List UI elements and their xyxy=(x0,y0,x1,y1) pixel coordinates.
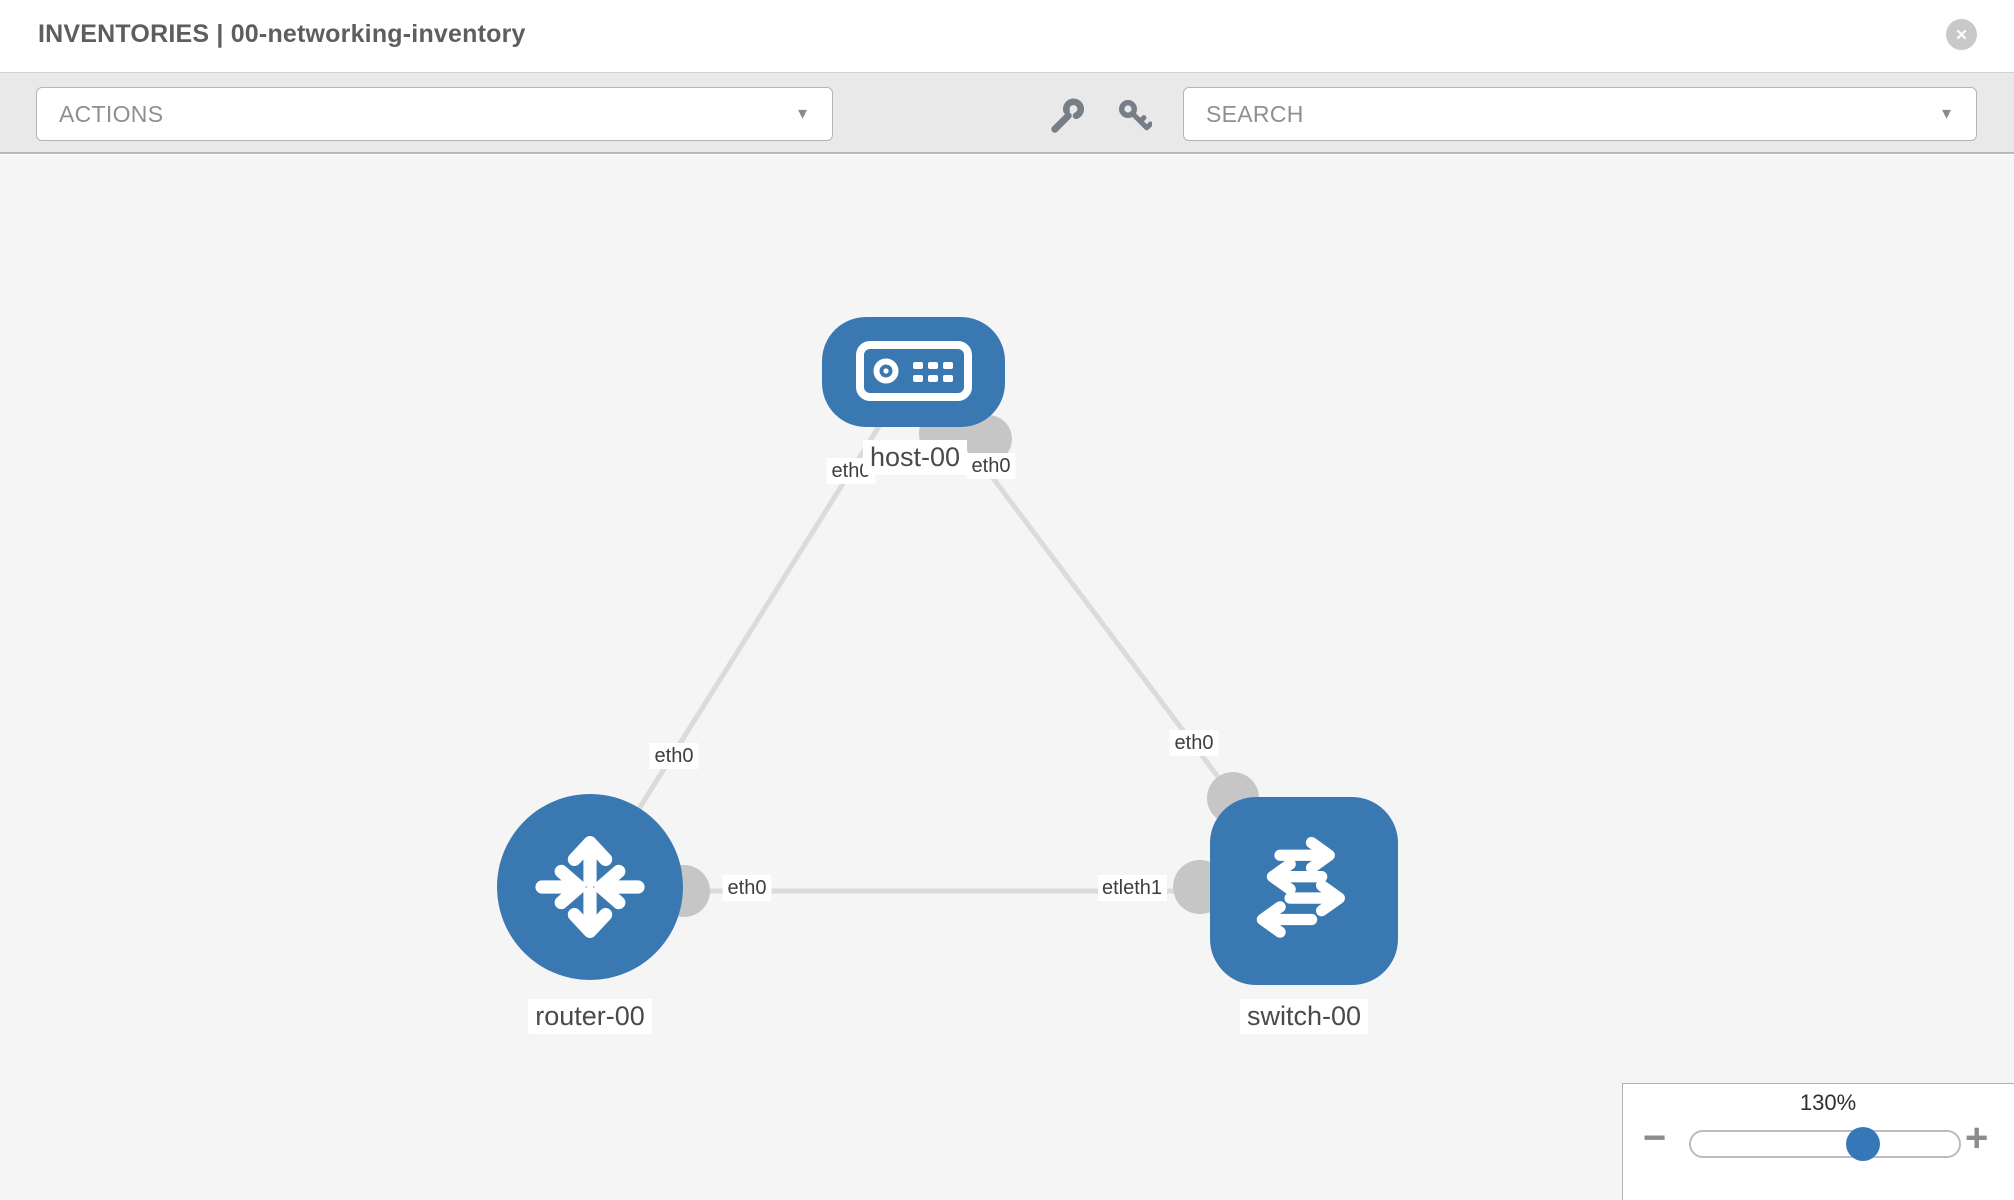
zoom-panel: 130% − + xyxy=(1622,1083,2014,1200)
close-icon[interactable]: ✕ xyxy=(1946,19,1977,50)
zoom-out-button[interactable]: − xyxy=(1643,1116,1667,1160)
link-host-router xyxy=(587,370,916,889)
zoom-slider-track[interactable] xyxy=(1689,1130,1961,1158)
node-label-host-00: host-00 xyxy=(862,440,968,476)
topology-graph xyxy=(497,317,1398,985)
chevron-down-icon: ▼ xyxy=(795,105,810,123)
zoom-in-button[interactable]: + xyxy=(1965,1116,1989,1160)
interface-label: eth1 xyxy=(1123,875,1168,901)
interface-label: eth0 xyxy=(966,453,1016,479)
chevron-down-icon: ▼ xyxy=(1939,105,1954,123)
interface-label: eth0 xyxy=(649,743,699,769)
interface-label-clipped: etl xyxy=(1098,875,1124,901)
close-glyph: ✕ xyxy=(1955,26,1968,44)
router-icon xyxy=(535,836,645,939)
search-dropdown-label: SEARCH xyxy=(1206,100,1304,127)
search-dropdown[interactable]: SEARCH ▼ xyxy=(1183,87,1977,141)
actions-dropdown-label: ACTIONS xyxy=(59,100,164,127)
actions-dropdown[interactable]: ACTIONS ▼ xyxy=(36,87,833,141)
interface-label: eth0 xyxy=(722,875,772,901)
zoom-slider-thumb[interactable] xyxy=(1846,1127,1880,1161)
interface-label-overlap: etl eth1 xyxy=(1098,875,1168,901)
node-switch-00[interactable] xyxy=(1210,797,1398,985)
host-icon xyxy=(856,341,972,401)
header-bar: INVENTORIES | 00-networking-inventory ✕ xyxy=(0,0,2014,72)
switch-icon xyxy=(1256,836,1345,938)
topology-canvas[interactable]: eth0 host-00 eth0 eth0 eth0 eth0 etl eth… xyxy=(0,155,2014,1200)
node-label-switch-00: switch-00 xyxy=(1239,999,1369,1035)
key-icon[interactable] xyxy=(1116,97,1152,133)
node-label-router-00: router-00 xyxy=(528,999,652,1035)
zoom-level: 130% xyxy=(1799,1090,1857,1115)
wrench-icon[interactable] xyxy=(1048,97,1084,133)
node-router-00[interactable] xyxy=(497,794,683,980)
interface-dot-host-eth0b xyxy=(964,415,1012,463)
toolbar: ACTIONS ▼ SEARCH ▼ xyxy=(0,72,2014,154)
node-host-00[interactable] xyxy=(822,317,1005,427)
interface-label: eth0 xyxy=(1169,730,1219,756)
page-title: INVENTORIES | 00-networking-inventory xyxy=(38,20,526,48)
